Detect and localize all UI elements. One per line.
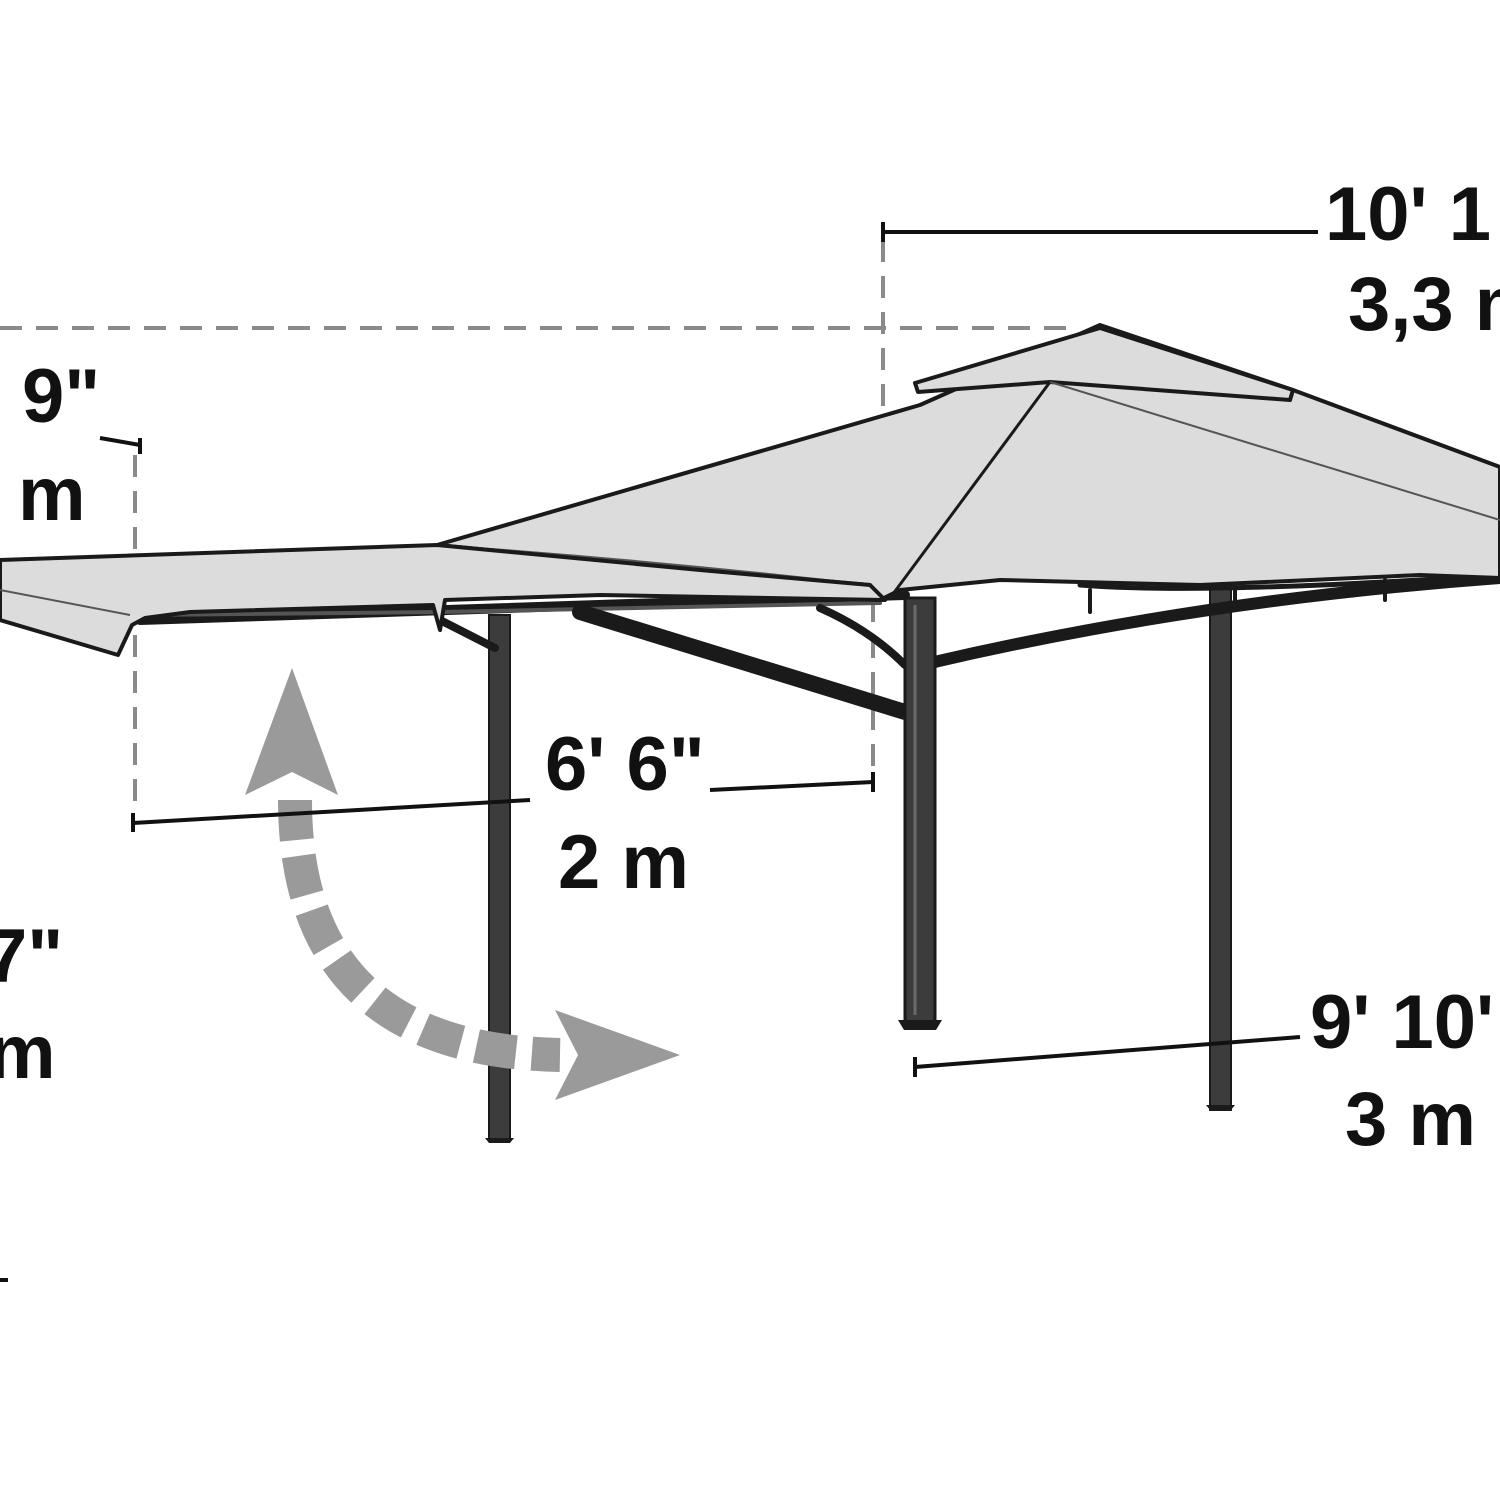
arrow-dashed-arc [278, 799, 561, 1072]
far-left-post-foot [485, 1138, 514, 1143]
arrow-head-right [555, 1010, 680, 1100]
base-width-metric: 3 m [1345, 1077, 1476, 1162]
top-width-imperial: 10' 1 [1325, 172, 1491, 257]
curved-double-arrow-icon [245, 668, 680, 1100]
far-right-post [1209, 584, 1232, 1111]
awning-valance-line [0, 589, 131, 616]
main-frame [924, 572, 1500, 669]
front-eave-beam [924, 572, 1500, 669]
awning-arch-strut [816, 604, 909, 669]
awning-depth-metric: m [18, 452, 86, 537]
canopy-vent-top [913, 326, 1295, 402]
side-eave-beam [1077, 572, 1500, 591]
canopy-ridge-front [888, 381, 1052, 599]
arrow-head-up [245, 668, 338, 795]
dimension-lines [0, 222, 1318, 1282]
dimension-labels: 10' 1 3,3 m 9" m 6' 6" 2 m 7" m 9' 10' 3… [0, 172, 1500, 1162]
base-width-imperial: 9' 10' [1310, 980, 1494, 1065]
awning-extension-line-right [709, 780, 874, 792]
top-width-metric: 3,3 m [1348, 262, 1500, 347]
far-posts [485, 584, 1235, 1143]
base-width-line [914, 1035, 1301, 1069]
awning-depth-imperial: 9" [22, 354, 100, 439]
awning-depth-line [99, 436, 141, 447]
height-metric: m [0, 1010, 56, 1095]
awning-support-arm [572, 604, 913, 720]
awning-support-strut [436, 616, 499, 652]
awning-frame [135, 590, 913, 720]
awning-extension-line-left [132, 798, 531, 825]
awning-extension-imperial: 6' 6" [545, 722, 705, 807]
front-post [903, 596, 937, 1025]
main-canopy [435, 323, 1500, 602]
far-right-post-foot [1206, 1105, 1235, 1110]
front-post-group [898, 596, 942, 1030]
height-imperial: 7" [0, 914, 63, 999]
front-post-foot [898, 1020, 942, 1030]
awning-canopy [0, 543, 887, 657]
awning-cover [0, 543, 887, 657]
canopy-ridge-right [1049, 381, 1500, 521]
awning-extension-metric: 2 m [558, 820, 689, 905]
